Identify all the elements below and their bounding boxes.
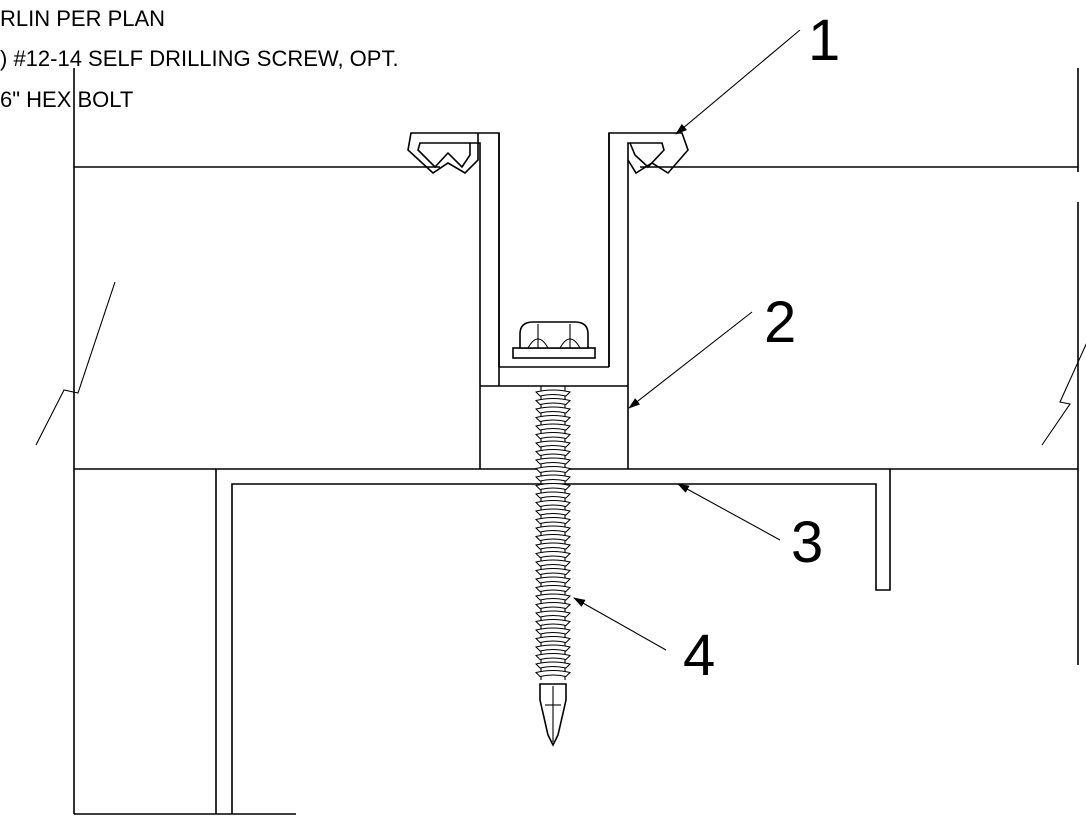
screw-thread [535, 644, 571, 652]
break-lines [35, 281, 1086, 446]
screw-thread [535, 568, 571, 576]
callout-3: 3 [791, 510, 823, 575]
note-line-3: 6" HEX BOLT [0, 87, 134, 112]
hex-bolt-head [512, 321, 596, 359]
purlin-section [215, 468, 891, 814]
screw-thread [535, 508, 571, 516]
screw-thread [535, 474, 571, 482]
screw-thread [535, 517, 571, 525]
hat-channel [407, 132, 689, 387]
screw-thread [535, 389, 571, 397]
screw-thread [535, 440, 571, 448]
screw-thread [535, 449, 571, 457]
screw-thread [535, 610, 571, 618]
screw-thread [535, 619, 571, 627]
screw-thread [535, 466, 571, 474]
screw-thread [535, 483, 571, 491]
screw-thread [535, 593, 571, 601]
leader-lines [573, 29, 801, 651]
screw-thread [535, 559, 571, 567]
callout-1: 1 [808, 8, 840, 73]
screw-thread [535, 457, 571, 465]
screw-thread [535, 500, 571, 508]
screw-thread [535, 653, 571, 661]
screw-thread [535, 423, 571, 431]
screw-thread [535, 542, 571, 550]
screw-thread [535, 585, 571, 593]
screw-thread [535, 551, 571, 559]
screw-thread [535, 534, 571, 542]
callout-4: 4 [683, 623, 715, 688]
screw-thread [535, 661, 571, 669]
screw-thread [535, 432, 571, 440]
screw-thread [535, 525, 571, 533]
spacer-block [479, 386, 629, 469]
screw-thread [535, 670, 571, 678]
screw-thread [535, 627, 571, 635]
screw-thread [535, 491, 571, 499]
self-drilling-screw [535, 386, 571, 747]
screw-thread [535, 415, 571, 423]
note-line-2: ) #12-14 SELF DRILLING SCREW, OPT. [0, 46, 399, 71]
screw-thread [535, 636, 571, 644]
member-outlines [73, 68, 1079, 815]
note-line-1: RLIN PER PLAN [0, 6, 166, 31]
screw-thread [535, 398, 571, 406]
screw-thread [535, 406, 571, 414]
screw-thread [535, 576, 571, 584]
screw-thread [535, 602, 571, 610]
callout-2: 2 [764, 290, 796, 355]
